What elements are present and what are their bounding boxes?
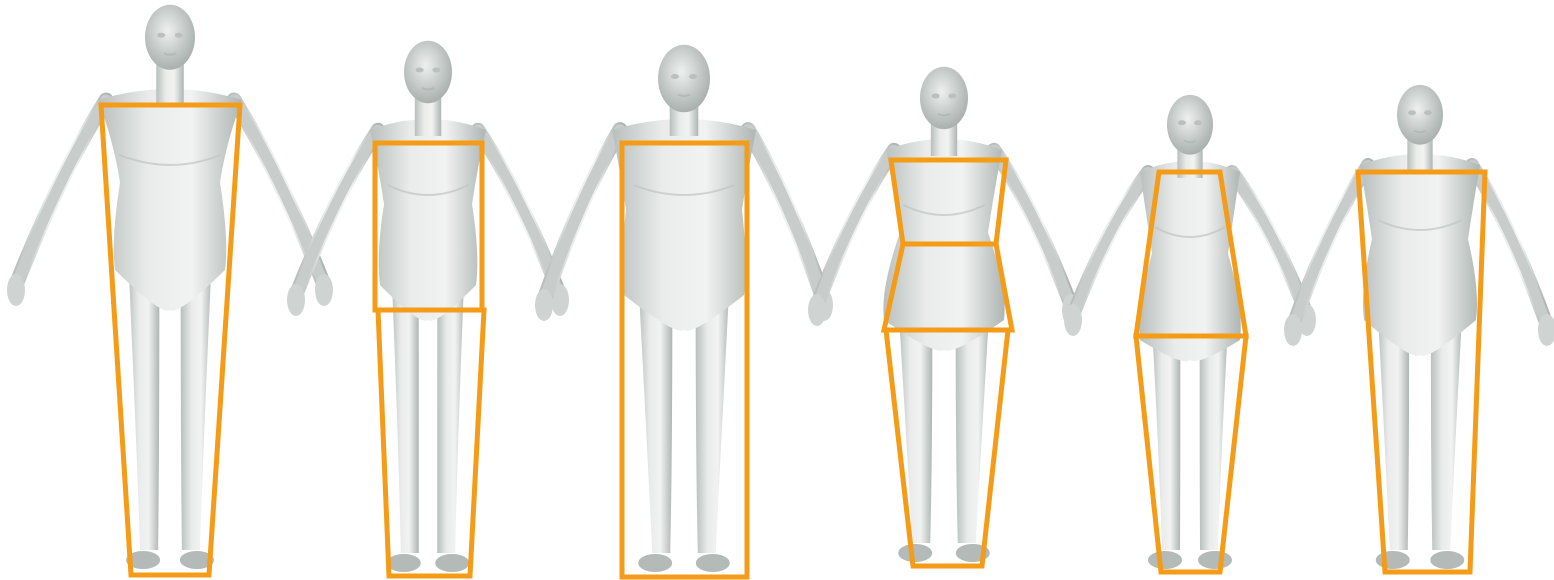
figure-3	[535, 45, 833, 572]
left-foot	[435, 554, 469, 572]
right-hand	[7, 274, 25, 306]
head	[1397, 85, 1443, 145]
right-hand	[535, 289, 553, 321]
head	[1167, 95, 1213, 155]
figure-1	[7, 5, 333, 569]
figure-6	[1284, 85, 1554, 569]
right-eye	[416, 68, 424, 73]
right-foot	[898, 544, 932, 562]
right-foot	[638, 554, 672, 572]
figure-2	[287, 41, 569, 572]
right-eye	[932, 94, 940, 99]
torso	[612, 119, 756, 331]
left-eye	[1424, 110, 1432, 115]
right-hand	[287, 284, 305, 316]
head	[404, 41, 452, 103]
right-hand	[1064, 304, 1082, 336]
left-foot	[1198, 551, 1232, 569]
right-eye	[1178, 120, 1186, 125]
left-foot	[1430, 551, 1464, 569]
left-hand	[315, 274, 333, 306]
head	[920, 67, 968, 129]
figure-5	[1064, 95, 1316, 569]
figure-4	[808, 67, 1080, 562]
left-eye	[948, 94, 956, 99]
right-hand	[808, 294, 826, 326]
torso	[370, 119, 486, 321]
outline-segment-2	[378, 310, 484, 576]
left-eye	[1194, 120, 1202, 125]
right-foot	[387, 554, 421, 572]
right-foot	[1376, 551, 1410, 569]
right-foot	[1148, 551, 1182, 569]
right-eye	[157, 33, 165, 38]
left-eye	[689, 74, 697, 79]
left-eye	[175, 33, 183, 38]
figures-layer	[7, 5, 1554, 572]
torso	[1360, 154, 1480, 356]
right-eye	[671, 74, 679, 79]
left-eye	[432, 68, 440, 73]
outlines-layer	[101, 105, 1485, 577]
outline-segment-2	[1136, 336, 1246, 572]
right-eye	[1408, 110, 1416, 115]
head	[658, 45, 710, 113]
torso	[98, 89, 242, 311]
left-foot	[696, 554, 730, 572]
right-hand	[1284, 314, 1302, 346]
head	[145, 5, 195, 70]
